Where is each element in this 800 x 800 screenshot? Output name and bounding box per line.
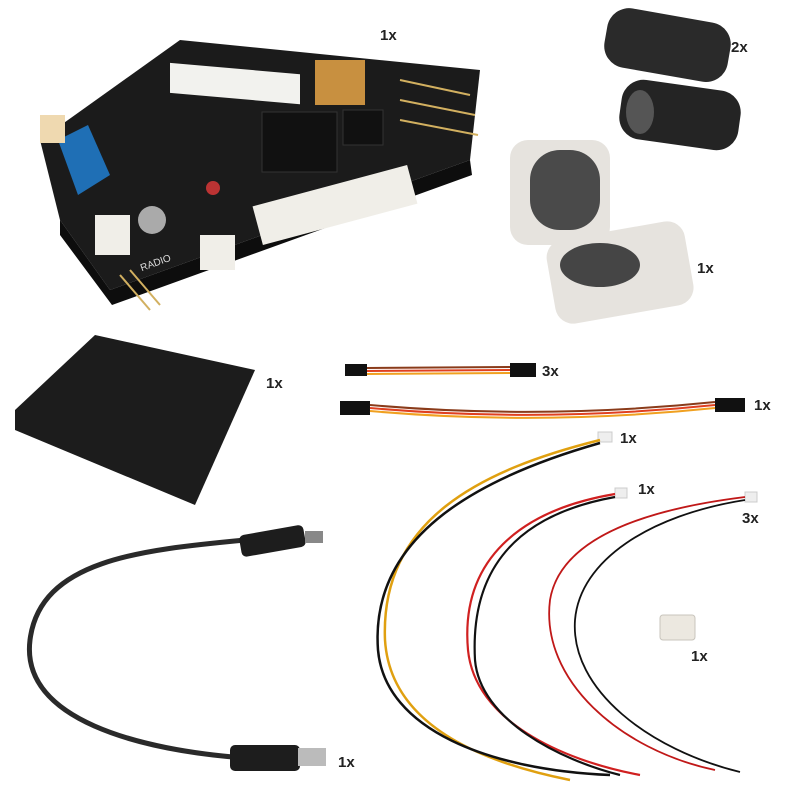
heat-shrink-sleeve bbox=[15, 335, 255, 505]
qty-label-red-black-cable: 1x bbox=[638, 481, 655, 498]
qty-label-black-ferrite: 2x bbox=[731, 39, 748, 56]
long-servo-cable bbox=[340, 398, 745, 419]
black-ferrite-core bbox=[604, 8, 741, 151]
qty-label-usb-cable: 1x bbox=[338, 754, 355, 771]
qty-label-controller-board: 1x bbox=[380, 27, 397, 44]
yellow-black-cable bbox=[376, 431, 613, 782]
qty-label-jst-connector: 1x bbox=[691, 648, 708, 665]
qty-label-heat-shrink: 1x bbox=[266, 375, 283, 392]
qty-label-thin-red-black-cable: 3x bbox=[742, 510, 759, 527]
qty-label-long-servo-cable: 1x bbox=[754, 397, 771, 414]
white-ferrite-core bbox=[510, 140, 694, 324]
qty-label-short-servo-cable: 3x bbox=[542, 363, 559, 380]
usb-cable bbox=[27, 525, 326, 771]
short-servo-cable bbox=[345, 363, 536, 377]
qty-label-white-ferrite: 1x bbox=[697, 260, 714, 277]
red-black-cable bbox=[466, 487, 641, 777]
qty-label-yellow-black-cable: 1x bbox=[620, 430, 637, 447]
controller-board bbox=[40, 40, 480, 311]
jst-connector bbox=[659, 614, 696, 641]
thin-red-black-cable bbox=[548, 491, 758, 773]
